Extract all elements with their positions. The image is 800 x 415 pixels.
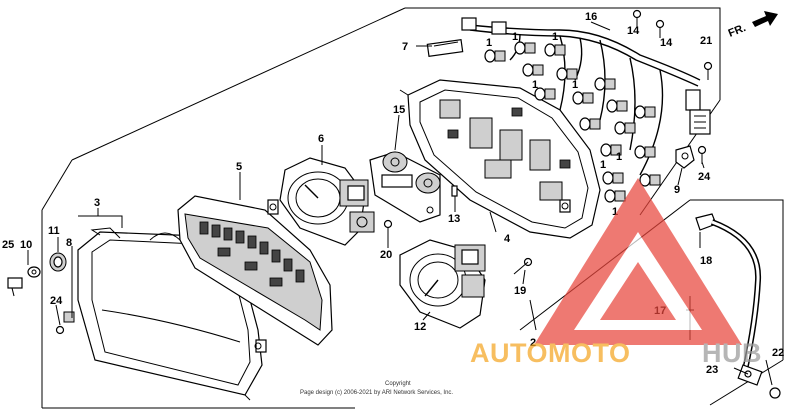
part-17-speedometer-cable [695,213,781,399]
callout-21: 21 [700,35,712,47]
callout-6: 6 [318,133,324,145]
front-direction-indicator: FR. [727,11,778,40]
callout-1: 1 [612,206,618,218]
bulb-socket [604,189,626,203]
bulb-socket [522,63,544,77]
callout-23: 23 [706,364,718,376]
callout-13: 13 [448,213,460,225]
screw-21 [703,61,713,80]
screws [7,9,713,335]
callout-1: 1 [512,31,518,43]
watermark-text-automoto: AUTOMOTO [470,338,631,368]
bulb-socket [639,173,661,187]
callout-12: 12 [414,321,426,333]
callout-14: 14 [660,37,673,49]
callout-1: 1 [600,159,606,171]
part-4-meter-case [399,79,601,239]
part-15-tachometer-movement [369,151,441,223]
housing-slots [199,221,305,287]
grommet-8 [63,311,75,323]
bulb-socket [484,49,506,63]
bulb-socket [514,41,536,55]
washer-10 [27,266,41,278]
bulb-socket [606,99,628,113]
bulb-socket [634,105,656,119]
watermark-text-hub: HUB [702,338,762,368]
bulb-socket [556,67,578,81]
screw-24a [697,145,707,164]
callout-5: 5 [236,161,242,173]
callout-1: 1 [532,79,538,91]
callout-8: 8 [66,237,72,249]
part-12-fuel-gauge [399,239,486,329]
callout-1: 1 [486,37,492,49]
copyright-line-2: Page design (c) 2006-2021 by ARI Network… [300,390,453,396]
callout-14: 14 [627,25,640,37]
screw-25 [7,277,23,297]
case-internal-ribs [439,99,571,201]
screw-19 [513,257,533,275]
screw-13 [451,185,458,197]
bulb-socket [634,145,656,159]
callout-24: 24 [50,295,63,307]
part-1-bulb-sockets [484,41,661,203]
bulb-socket [602,171,624,185]
callout-15: 15 [393,104,405,116]
callout-7: 7 [402,41,408,53]
bulb-socket [600,143,622,157]
callout-18: 18 [700,255,712,267]
screw-14a [632,9,642,28]
callout-2: 2 [530,337,536,349]
front-direction-label: FR. [727,22,748,40]
callout-3: 3 [94,197,100,209]
callout-1: 1 [616,151,622,163]
bulb-socket [614,121,636,135]
screw-24b [55,325,65,335]
screw-20 [383,219,393,240]
callout-9: 9 [674,184,680,196]
callout-1: 1 [572,79,578,91]
part-5-meter-housing [177,195,333,346]
copyright-line-1: Copyright [385,381,411,387]
callout-11: 11 [48,225,60,237]
bulb-socket [544,43,566,57]
callout-1: 1 [552,31,558,43]
screw-14b [655,19,665,38]
part-16-wire-harness [469,24,711,176]
bulb-socket [534,87,556,101]
part-6-speedometer [279,157,375,246]
bulb-socket [579,117,601,131]
front-direction-arrow-icon [752,11,778,27]
part-7-connector [426,17,507,57]
callout-24: 24 [698,171,711,183]
callout-20: 20 [380,249,392,261]
callout-4: 4 [504,233,511,245]
part-9-harness-clamp [675,145,695,169]
bulb-socket [572,91,594,105]
bulb-socket [594,77,616,91]
grommet-11 [49,252,67,272]
callout-25: 25 [2,239,14,251]
watermark-triangle-icon [534,178,742,345]
callout-19: 19 [514,285,526,297]
callout-22: 22 [772,347,784,359]
callout-16: 16 [585,11,597,23]
automotohub-watermark: AUTOMOTO HUB [470,178,762,368]
callout-10: 10 [20,239,32,251]
copyright-notice: Copyright Page design (c) 2006-2021 by A… [300,381,453,396]
